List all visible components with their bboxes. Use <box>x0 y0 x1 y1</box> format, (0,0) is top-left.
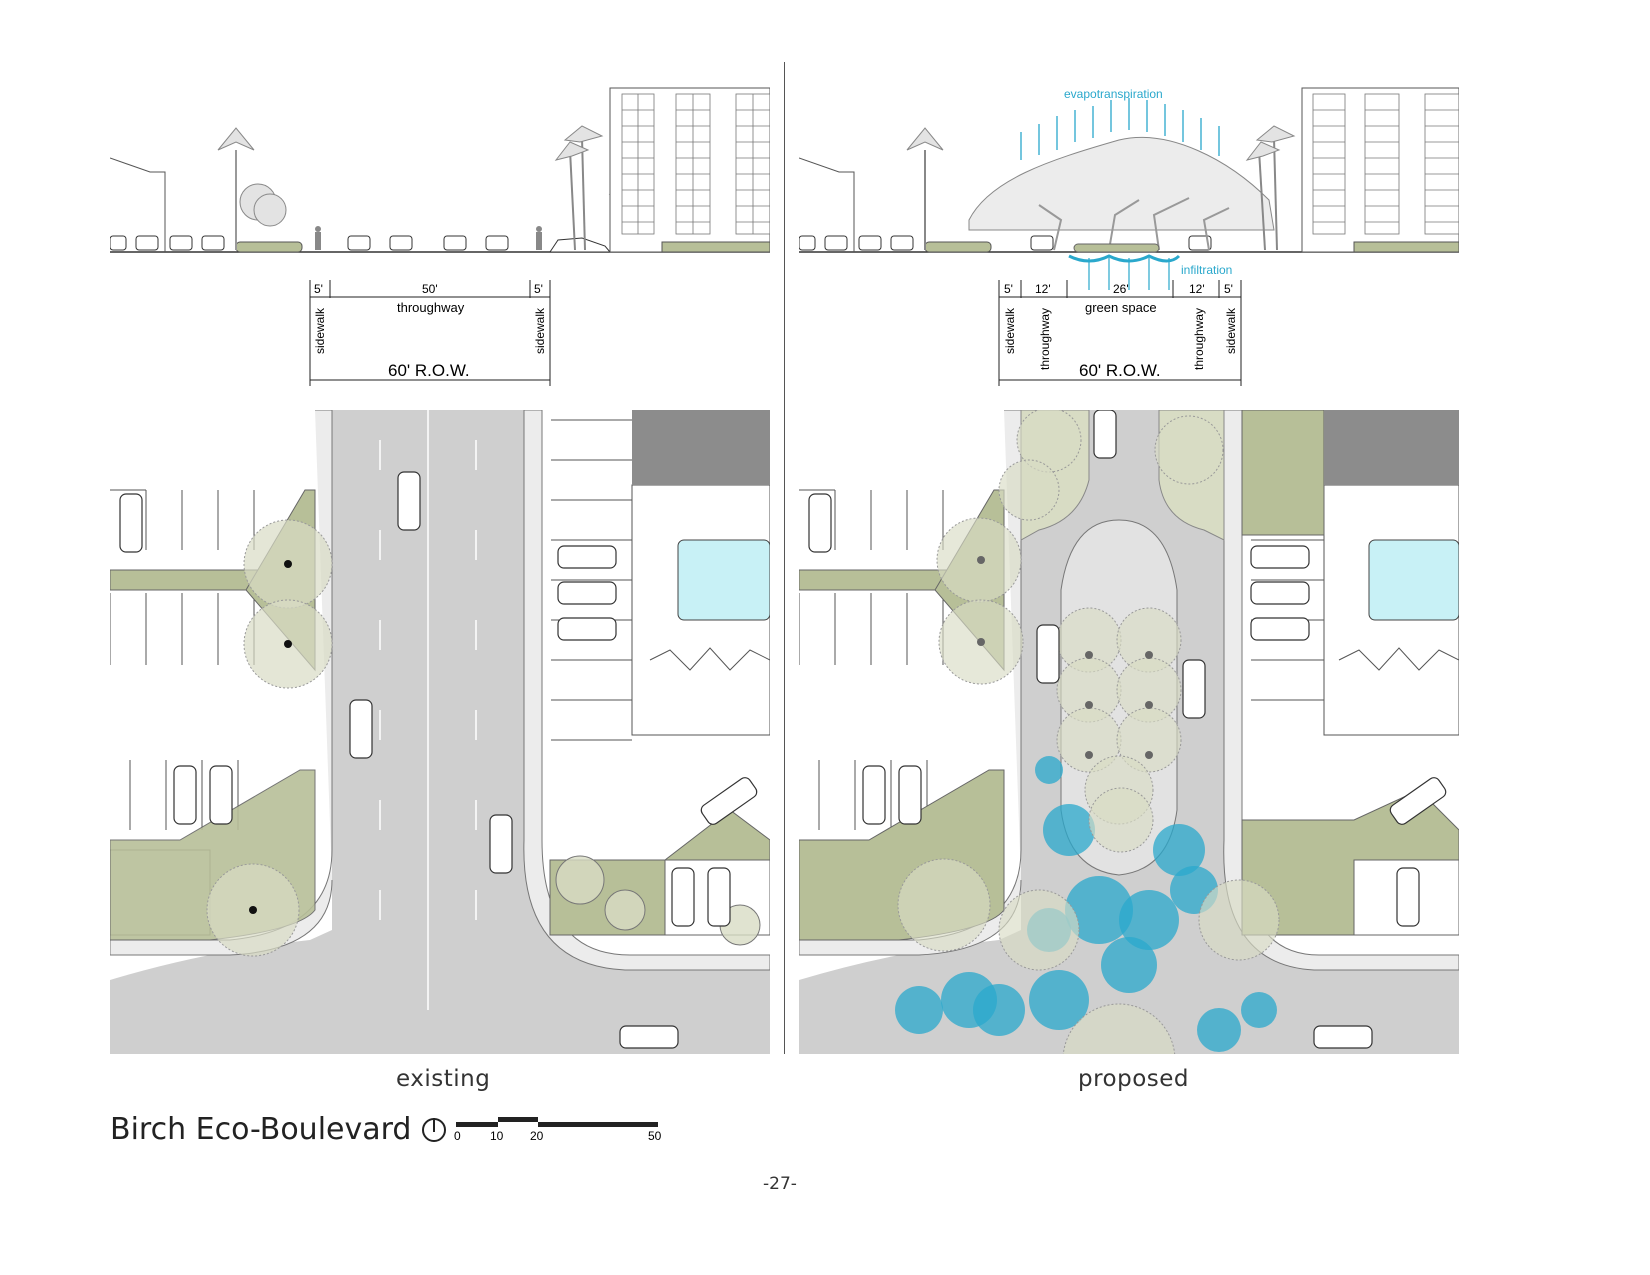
dim-sidewalk-2-width: 5' <box>534 282 543 296</box>
dim-throughway-1-width: 12' <box>1035 282 1051 296</box>
scale-tick-10: 10 <box>490 1129 504 1143</box>
scale-tick-20: 20 <box>530 1129 544 1143</box>
annotation-evapotranspiration: evapotranspiration <box>1064 87 1163 101</box>
panel-divider <box>784 62 785 1054</box>
label-throughway: throughway <box>397 300 465 315</box>
dim-throughway-2-width: 12' <box>1189 282 1205 296</box>
page-title: Birch Eco-Boulevard <box>110 1112 412 1147</box>
dim-throughway-width: 50' <box>422 282 438 296</box>
label-sidewalk-2: sidewalk <box>533 307 547 354</box>
dim-sidewalk-1-width: 5' <box>1004 282 1013 296</box>
proposed-label: proposed <box>1078 1066 1190 1092</box>
label-row-width: 60' R.O.W. <box>388 361 470 380</box>
proposed-plan-view <box>799 410 1459 1054</box>
existing-label: existing <box>396 1066 491 1092</box>
scale-tick-50: 50 <box>648 1129 662 1143</box>
proposed-section-elevation: evapotranspiration infiltration 5' 12' 2… <box>799 87 1459 386</box>
label-greenspace: green space <box>1085 300 1157 315</box>
scale-bar: 0 10 20 50 <box>422 1117 662 1143</box>
north-arrow-icon <box>422 1118 446 1142</box>
dim-sidewalk-2-width: 5' <box>1224 282 1233 296</box>
annotation-infiltration: infiltration <box>1181 263 1232 277</box>
label-throughway-2: throughway <box>1192 308 1206 370</box>
label-row-width: 60' R.O.W. <box>1079 361 1161 380</box>
existing-section-elevation: 5' 50' 5' throughway sidewalk sidewalk 6… <box>110 87 770 386</box>
label-sidewalk-1: sidewalk <box>313 307 327 354</box>
label-sidewalk-2: sidewalk <box>1224 307 1238 354</box>
label-sidewalk-1: sidewalk <box>1003 307 1017 354</box>
scale-tick-0: 0 <box>454 1129 461 1143</box>
page-number: -27- <box>763 1174 797 1194</box>
dim-greenspace-width: 26' <box>1113 282 1129 296</box>
label-throughway-1: throughway <box>1038 308 1052 370</box>
existing-plan-view <box>110 410 770 1054</box>
dim-sidewalk-1-width: 5' <box>314 282 323 296</box>
